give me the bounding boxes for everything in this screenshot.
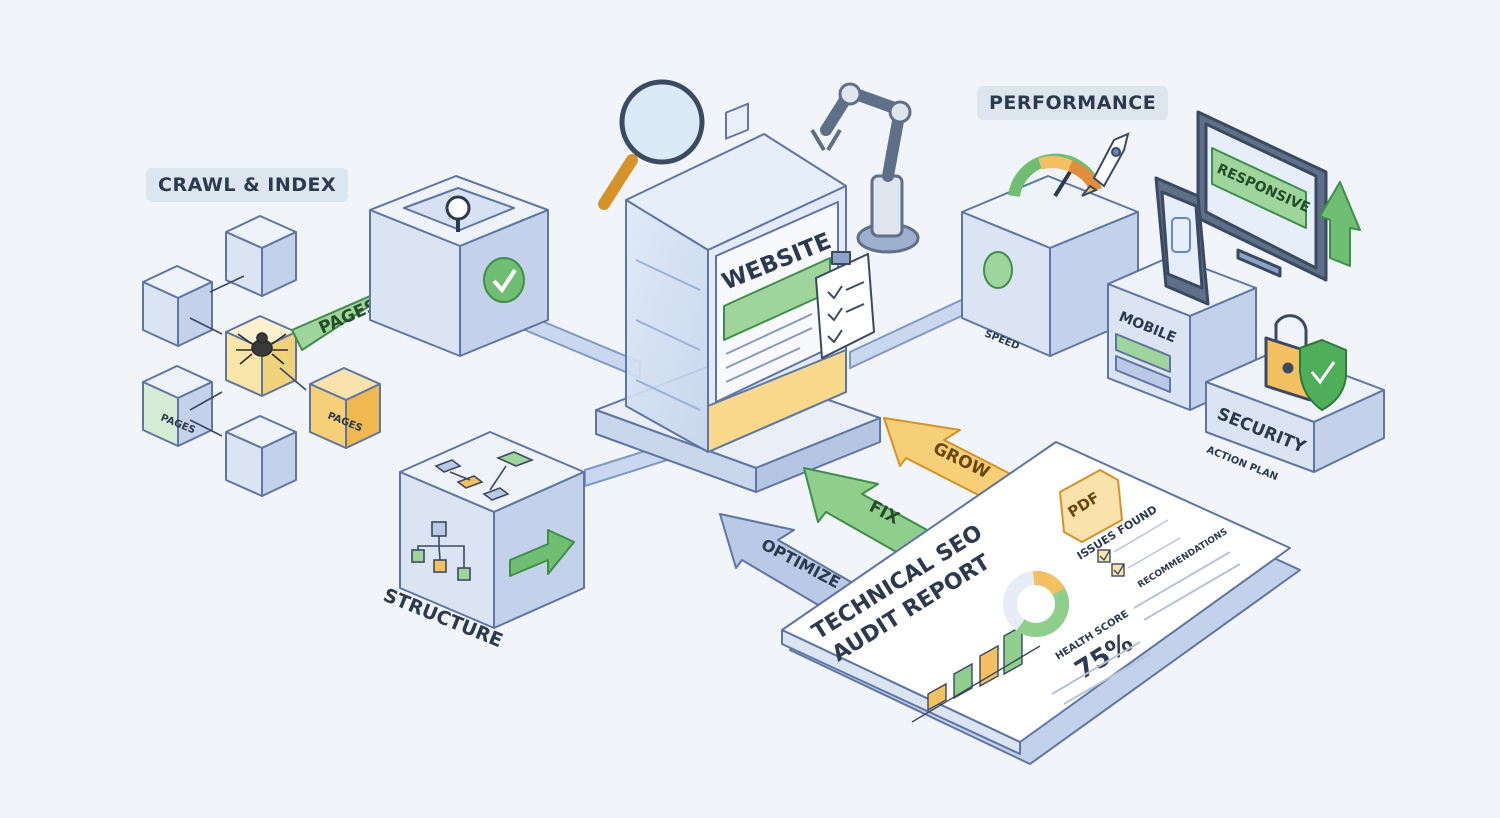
clipboard-icon bbox=[815, 251, 875, 359]
spider-icon bbox=[236, 332, 288, 365]
report-text-lines bbox=[1051, 551, 1241, 705]
crawl-cubes bbox=[142, 215, 381, 497]
crawl-cube-pages-2 bbox=[309, 367, 381, 449]
pdf-icon: PDF bbox=[1059, 469, 1123, 543]
issue-checkboxes bbox=[1097, 519, 1181, 577]
crawl-cube-b bbox=[142, 265, 213, 347]
crawl-index-title: CRAWL & INDEX bbox=[146, 168, 349, 202]
structure-arrow-icon bbox=[509, 529, 575, 577]
magnifier-icon bbox=[598, 79, 705, 210]
speedometer-icon bbox=[1008, 153, 1102, 198]
website-tower bbox=[625, 102, 847, 453]
phone-icon bbox=[1154, 176, 1210, 306]
crawl-index-cube bbox=[369, 175, 549, 357]
up-arrow-icon bbox=[1319, 181, 1361, 267]
sitemap-icon bbox=[411, 451, 535, 581]
bar-chart-icon bbox=[911, 624, 1041, 723]
rocket-icon bbox=[1081, 132, 1130, 197]
health-donut-icon bbox=[1003, 571, 1069, 637]
performance-title: PERFORMANCE bbox=[977, 86, 1169, 120]
crawl-links bbox=[189, 275, 307, 437]
monitor-icon bbox=[1196, 110, 1328, 282]
audit-report bbox=[781, 441, 1301, 765]
crawl-cube-pages-1 bbox=[142, 365, 213, 447]
structure-cube bbox=[399, 431, 585, 629]
shield-icon bbox=[1299, 338, 1347, 412]
robot-arm-icon bbox=[810, 82, 920, 254]
checkmark-icon bbox=[483, 257, 525, 303]
crawl-cube-a bbox=[225, 215, 297, 297]
crawl-cube-d bbox=[225, 415, 297, 497]
